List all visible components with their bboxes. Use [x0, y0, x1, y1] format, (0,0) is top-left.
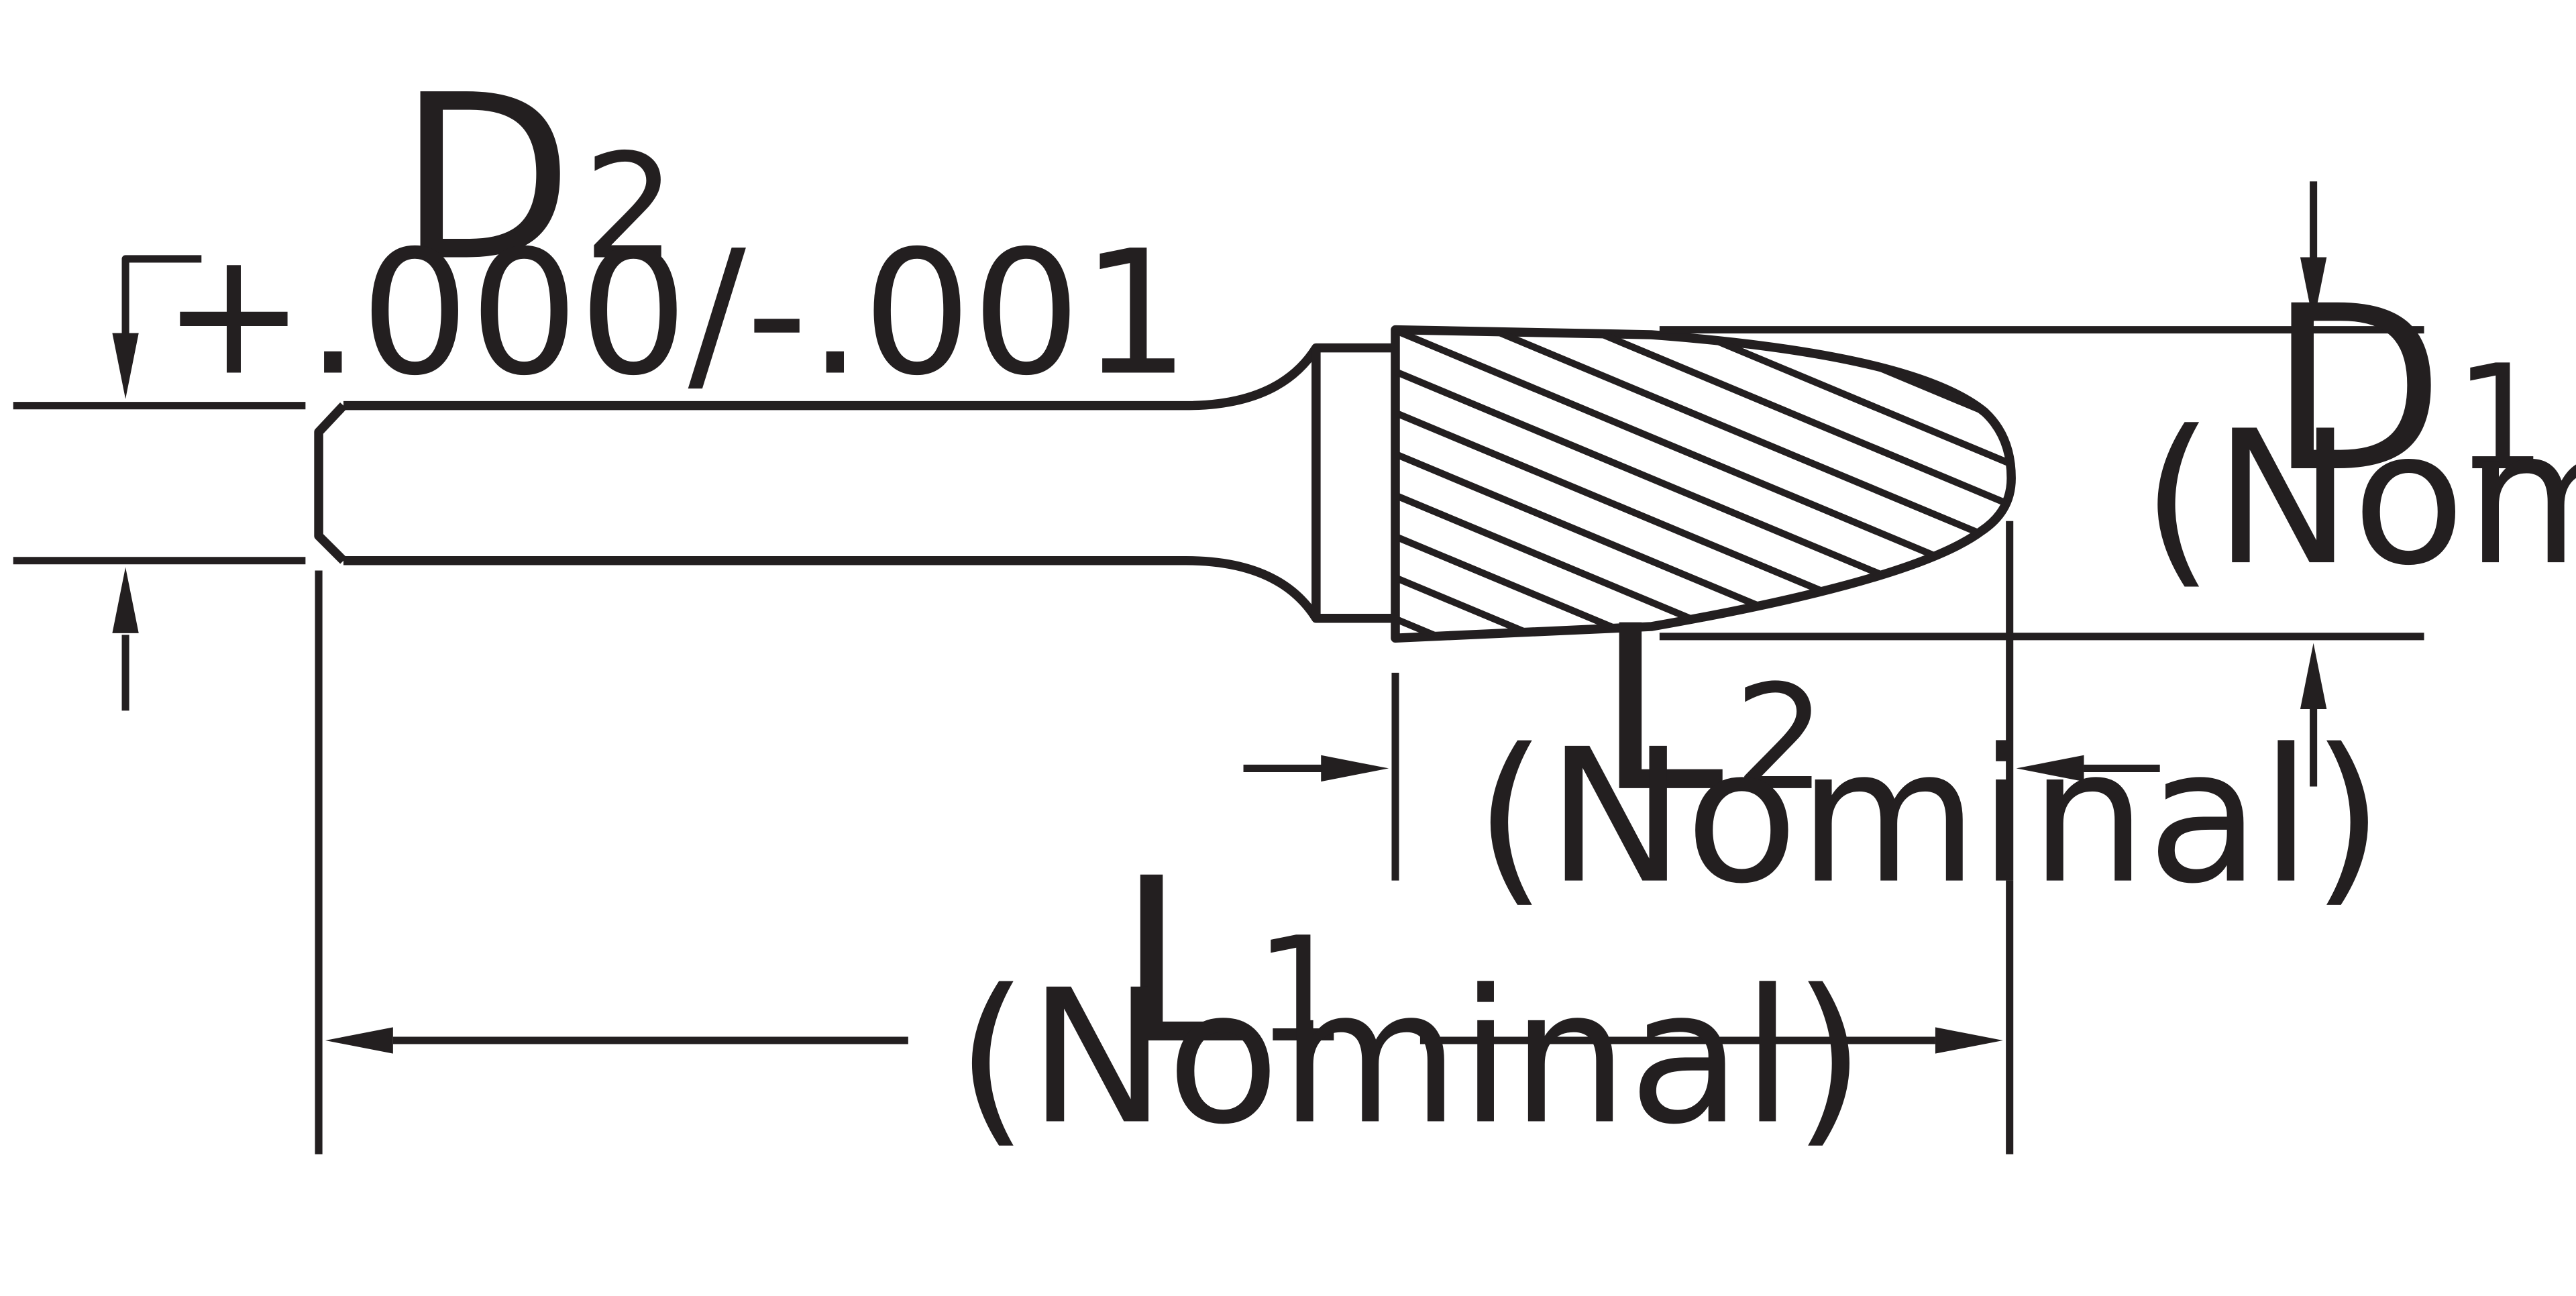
d1-arrow-down	[2300, 257, 2327, 323]
d1-arrow-up	[2300, 643, 2327, 709]
l2-arrow-left	[2016, 755, 2084, 782]
l2-nominal: (Nominal)	[1474, 709, 2383, 924]
l1-arrow-right	[1935, 1027, 2003, 1054]
shank-outline	[343, 343, 1395, 623]
shank-chamfer	[314, 347, 1321, 618]
l1-arrow-left	[325, 1027, 393, 1054]
l1-nominal: (Nominal)	[956, 950, 1865, 1165]
l2-arrow-right	[1321, 755, 1389, 782]
d2-arrow-down	[112, 333, 139, 399]
d1-dimension: D1 (Nominal)	[1659, 181, 2576, 787]
d1-nominal: (Nominal)	[2142, 390, 2576, 606]
d2-arrow-up	[112, 567, 139, 633]
d2-tolerance: +.000/-.001	[162, 215, 1190, 414]
